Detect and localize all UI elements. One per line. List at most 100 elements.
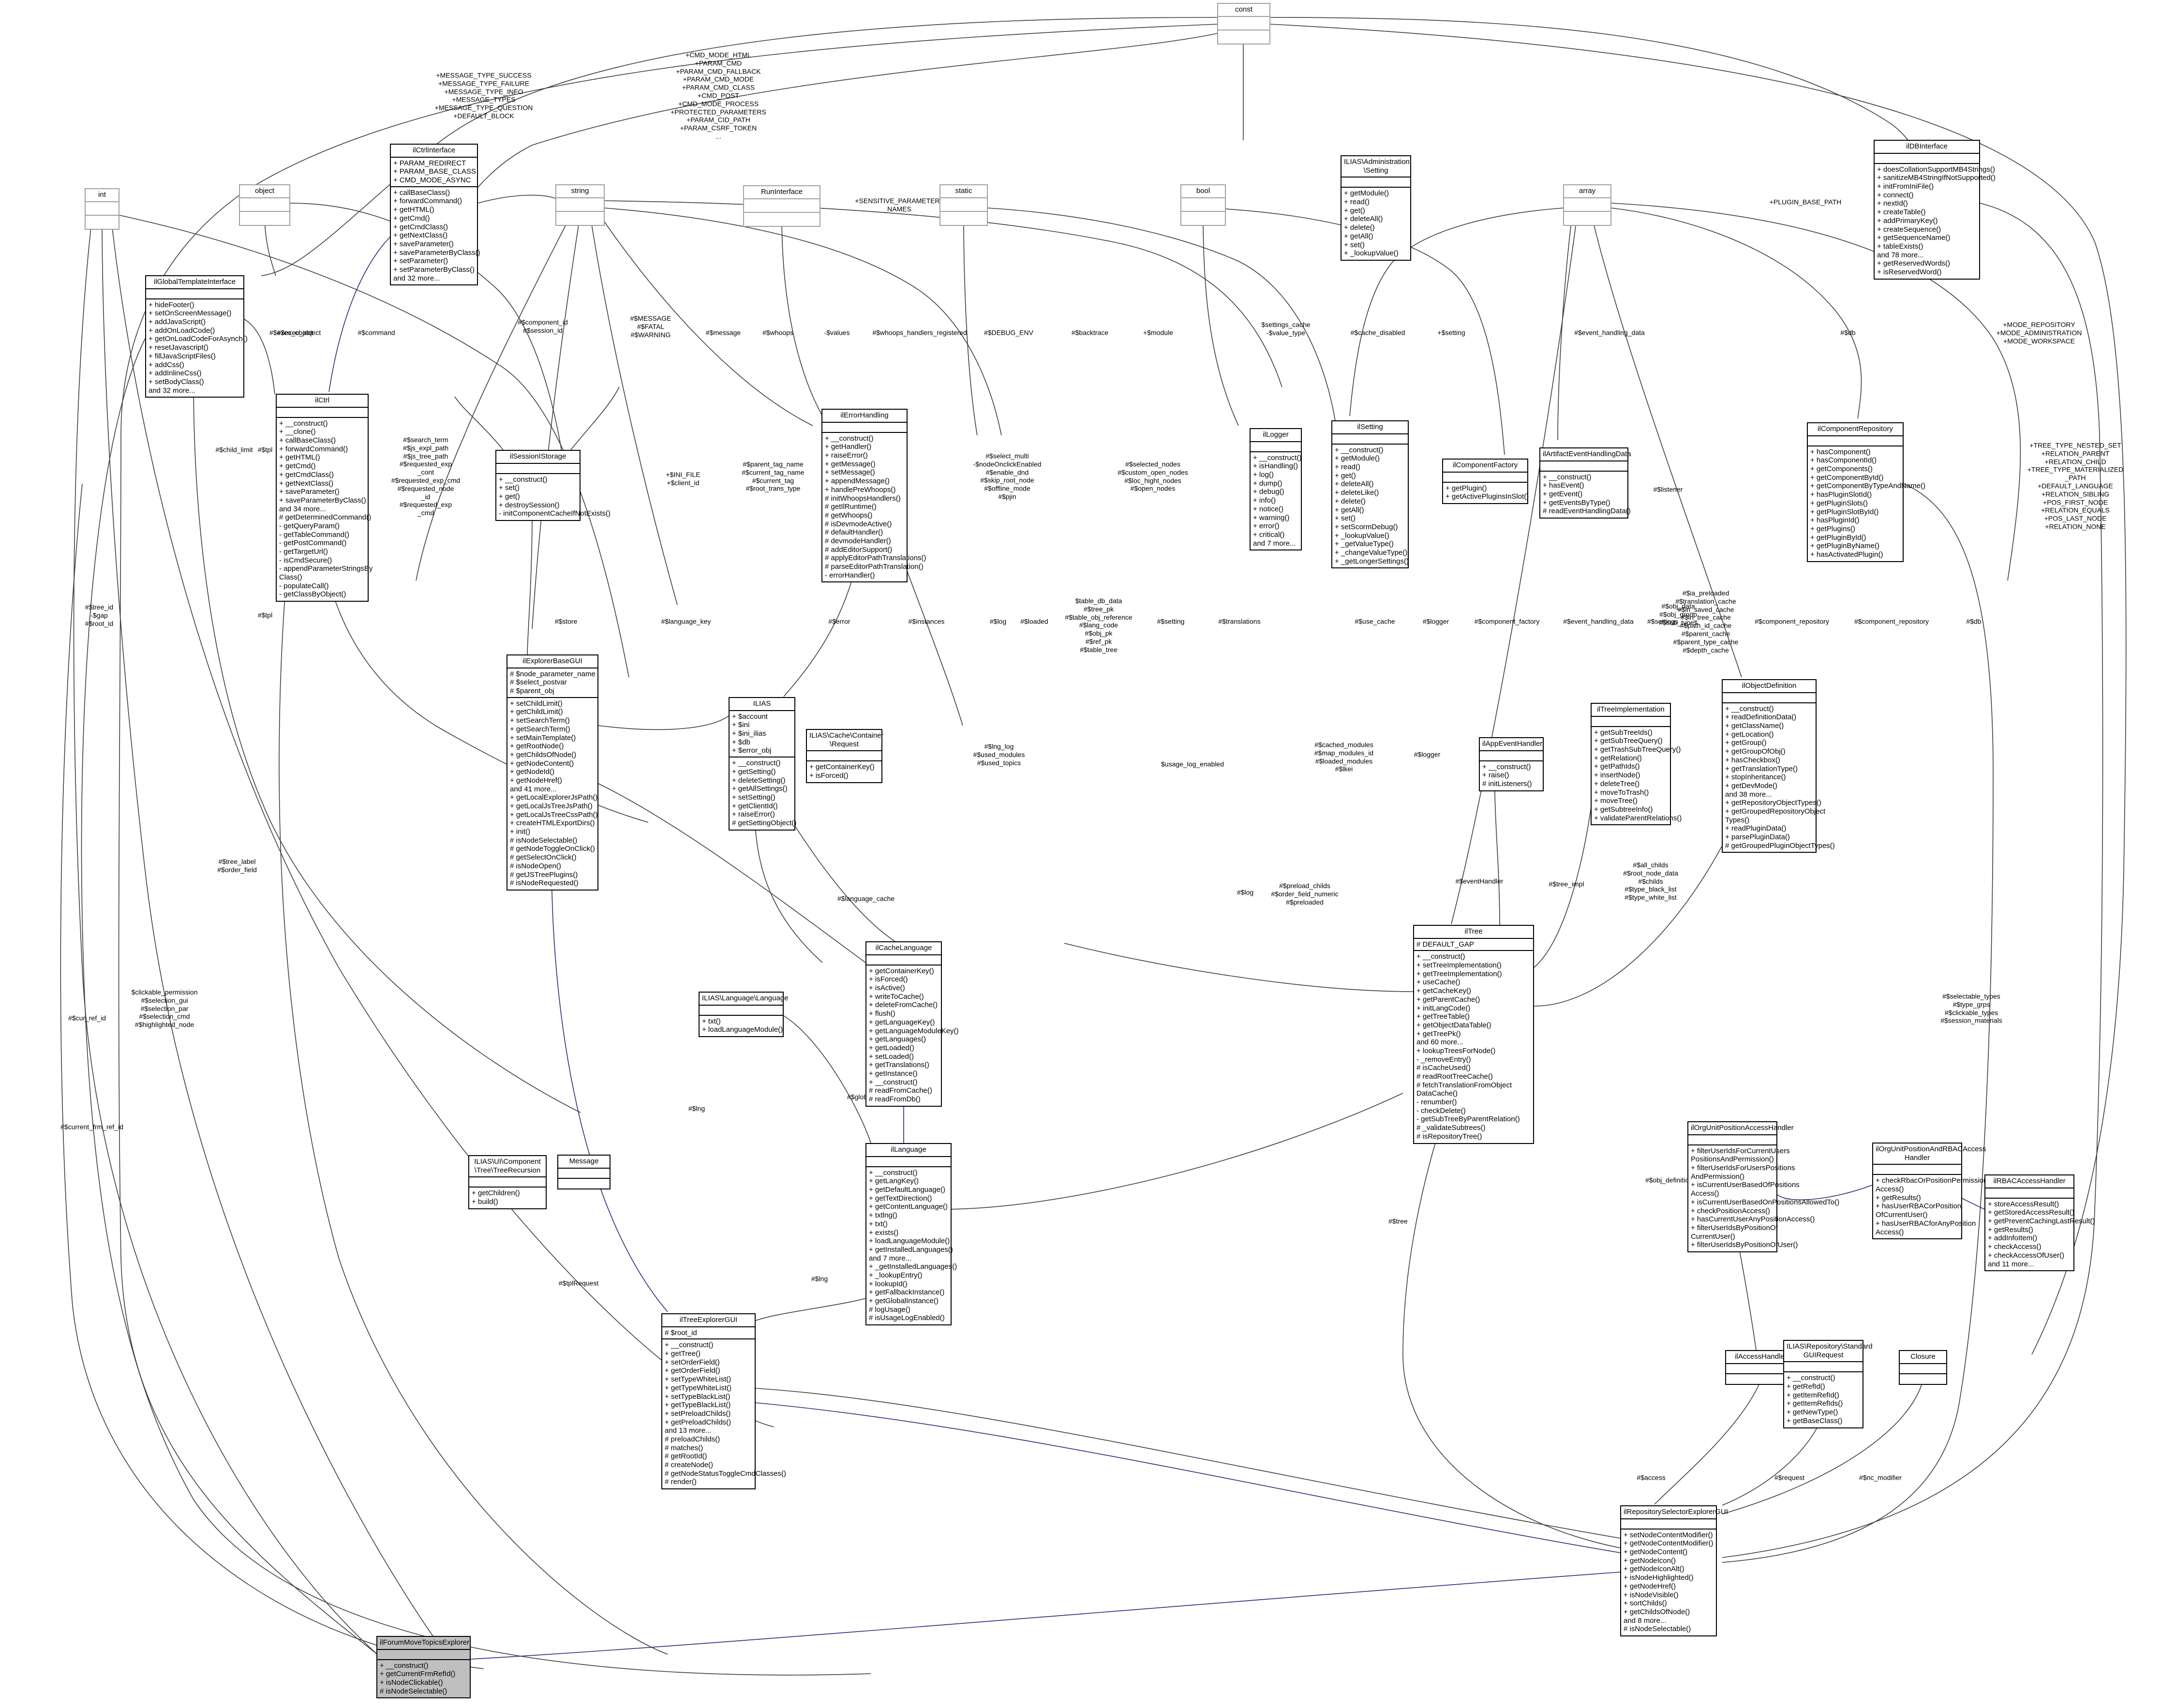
class-operations: + getChildren()+ build() xyxy=(469,1188,546,1208)
operation-row: + getChildLimit() xyxy=(510,708,563,716)
operation-row: + getCmdClass() xyxy=(393,223,448,231)
edge-label: #$db xyxy=(1840,328,1856,337)
class-name: int xyxy=(86,189,119,202)
attribute-row: + $account xyxy=(732,712,768,721)
edge-label: #$request xyxy=(1774,1473,1805,1482)
attribute-row: + $ini_ilias xyxy=(732,729,766,738)
operation-row: # isNodeSelectable() xyxy=(380,1687,447,1695)
operation-row: + getLocalExplorerJsPath() xyxy=(510,793,598,802)
operation-row: - errorHandler() xyxy=(825,571,875,579)
class-box-ilComponentFactory[interactable]: ilComponentFactory+ getPlugin()+ getActi… xyxy=(1442,459,1529,505)
class-box-ILIAS[interactable]: ILIAS+ $account+ $ini+ $ini_ilias+ $db+ … xyxy=(729,697,796,831)
class-box-ilTreeExplorerGUI[interactable]: ilTreeExplorerGUI# $root_id+ __construct… xyxy=(661,1313,786,1490)
class-box-ILIASLanguageLanguage[interactable]: ILIAS\Language\Language+ txt()+ loadLang… xyxy=(699,992,789,1038)
operation-row: + getHTML() xyxy=(279,453,320,462)
class-box-ilRBACAccessHandler[interactable]: ilRBACAccessHandler+ storeAccessResult()… xyxy=(1984,1174,2095,1272)
class-box-ilSetting[interactable]: ilSetting+ __construct()+ getModule()+ r… xyxy=(1331,420,1409,569)
class-box-object[interactable]: object xyxy=(239,184,290,226)
operation-row: + info() xyxy=(1253,496,1276,505)
class-box-Message[interactable]: Message xyxy=(557,1155,611,1189)
class-box-Closure[interactable]: Closure xyxy=(1899,1350,1947,1385)
class-box-int[interactable]: int xyxy=(85,188,119,230)
class-box-ilCacheLanguage[interactable]: ilCacheLanguage+ getContainerKey()+ isFo… xyxy=(865,941,959,1107)
operation-row: + getModule() xyxy=(1335,454,1380,463)
class-box-RunInterface[interactable]: RunInterface xyxy=(743,185,820,227)
class-box-ilTreeImplementation[interactable]: ilTreeImplementation+ getSubTreeIds()+ g… xyxy=(1591,703,1682,826)
edge-label: #$command xyxy=(358,328,395,337)
operation-row: + getBaseClass() xyxy=(1787,1416,1843,1425)
edge-label: #$loaded xyxy=(1020,617,1048,625)
class-box-ILIASAdministrationSetting[interactable]: ILIAS\Administration \Setting+ getModule… xyxy=(1341,155,1411,261)
operation-row: and 32 more... xyxy=(149,386,195,395)
class-box-ilDBInterface[interactable]: ilDBInterface+ doesCollationSupportMB4St… xyxy=(1874,140,1996,280)
operation-row: + getPreventCachingLastResult() xyxy=(1988,1217,2095,1226)
class-box-string[interactable]: string xyxy=(555,184,605,226)
operation-row: Access() xyxy=(1691,1189,1719,1198)
class-box-ilAppEventHandler[interactable]: ilAppEventHandler+ __construct()+ raise(… xyxy=(1479,737,1544,791)
operation-row: and 7 more... xyxy=(1253,539,1296,548)
operation-row: - _removeEntry() xyxy=(1416,1055,1471,1064)
class-box-ilComponentRepository[interactable]: ilComponentRepository+ hasComponent()+ h… xyxy=(1807,422,1925,562)
operation-row: # getRootId() xyxy=(665,1452,707,1461)
class-box-ilOrgUnitPositionAndRBACAccessHandler[interactable]: ilOrgUnitPositionAndRBACAccess Handler+ … xyxy=(1872,1143,1987,1240)
operation-row: Access() xyxy=(1876,1228,1904,1236)
class-name: ILIAS\Repository\Standard GUIRequest xyxy=(1784,1341,1873,1363)
operation-row: + getMessage() xyxy=(825,460,876,468)
class-box-ilObjectDefinition[interactable]: ilObjectDefinition+ __construct()+ readD… xyxy=(1722,679,1835,853)
class-name: const xyxy=(1218,4,1269,17)
operation-row: # isNodeSelectable() xyxy=(1624,1625,1691,1634)
class-operations xyxy=(1564,212,1610,225)
operation-row: + forwardCommand() xyxy=(279,445,348,453)
class-box-ilForumMoveTopicsExplorer[interactable]: ilForumMoveTopicsExplorer+ __construct()… xyxy=(376,1636,471,1699)
operation-row: + moveTree() xyxy=(1594,797,1638,805)
operation-row: + _lookupEntry() xyxy=(869,1271,923,1279)
class-operations: + setNodeContentModifier()+ getNodeConte… xyxy=(1621,1530,1716,1635)
class-box-array[interactable]: array xyxy=(1563,184,1611,226)
class-box-ilOrgUnitPositionAccessHandler[interactable]: ilOrgUnitPositionAccessHandler+ filterUs… xyxy=(1687,1121,1839,1252)
operation-row: + saveParameter() xyxy=(393,239,454,248)
operation-row: + hasUserRBACforAnyPosition xyxy=(1876,1219,1976,1228)
operation-row: + delete() xyxy=(1335,497,1366,505)
operation-row: # getNodeStatusToggleCmdClasses() xyxy=(665,1469,786,1478)
class-box-ilCtrlInterface[interactable]: ilCtrlInterface+ PARAM_REDIRECT+ PARAM_B… xyxy=(390,144,480,286)
class-box-ilErrorHandling[interactable]: ilErrorHandling+ __construct()+ getHandl… xyxy=(821,409,926,583)
edge-label: #$language_cache xyxy=(837,894,895,903)
class-box-const[interactable]: const xyxy=(1217,3,1270,45)
edge-label: +MESSAGE_TYPE_SUCCESS +MESSAGE_TYPE_FAIL… xyxy=(434,71,533,120)
class-box-ilCtrl[interactable]: ilCtrl+ __construct()+ __clone()+ callBa… xyxy=(276,394,373,602)
class-box-ilLanguage[interactable]: ilLanguage+ __construct()+ getLangKey()+… xyxy=(865,1143,957,1326)
class-attributes xyxy=(1480,751,1543,761)
operation-row: and 32 more... xyxy=(393,274,440,282)
class-box-ilTree[interactable]: ilTree# DEFAULT_GAP+ __construct()+ setT… xyxy=(1413,925,1534,1144)
operation-row: + warning() xyxy=(1253,513,1290,522)
class-box-bool[interactable]: bool xyxy=(1180,184,1226,226)
class-operations: + setChildLimit()+ getChildLimit()+ setS… xyxy=(507,698,598,890)
operation-row: # createNode() xyxy=(665,1461,714,1469)
class-box-ILIASCacheContainerRequest[interactable]: ILIAS\Cache\Container \Request+ getConta… xyxy=(806,729,883,783)
operation-row: # matches() xyxy=(665,1443,703,1452)
edge-label: #$use_cache xyxy=(1355,617,1395,625)
edge-label: #$translations xyxy=(1218,617,1261,625)
class-box-ILIASRepositoryStandardGUIRequest[interactable]: ILIAS\Repository\Standard GUIRequest+ __… xyxy=(1783,1340,1873,1428)
class-box-ilLogger[interactable]: ilLogger+ __construct()+ isHandling()+ l… xyxy=(1250,428,1302,551)
class-box-ilSessionIStorage[interactable]: ilSessionIStorage+ __construct()+ set()+… xyxy=(495,450,611,521)
class-box-ilExplorerBaseGUI[interactable]: ilExplorerBaseGUI# $node_parameter_name#… xyxy=(507,654,598,891)
operation-row: + _getInstalledLanguages() xyxy=(869,1262,957,1271)
operation-row: + insertNode() xyxy=(1594,771,1640,780)
operation-row: + setMainTemplate() xyxy=(510,733,576,742)
operation-row: + validateParentRelations() xyxy=(1594,814,1682,822)
edge-label: #$lng xyxy=(688,1104,705,1113)
class-box-ilGlobalTemplateInterface[interactable]: ilGlobalTemplateInterface+ hideFooter()+… xyxy=(145,275,248,398)
operation-row: + getPluginByName() xyxy=(1810,542,1879,550)
edge-label: #$event_handling_data xyxy=(1563,617,1634,625)
operation-row: + readPluginData() xyxy=(1725,824,1787,833)
class-box-ILIASUIComponentTreeTreeRecursion[interactable]: ILIAS\UI\Component \Tree\TreeRecursion+ … xyxy=(468,1155,547,1209)
attribute-row: # $parent_obj xyxy=(510,687,554,696)
class-box-ilArtifactEventHandlingData[interactable]: ilArtifactEventHandlingData+ __construct… xyxy=(1539,447,1631,519)
class-box-ilRepositorySelectorExplorerGUI[interactable]: ilRepositorySelectorExplorerGUI+ setNode… xyxy=(1620,1505,1728,1636)
class-name: ilComponentFactory xyxy=(1443,460,1527,473)
class-attributes xyxy=(277,408,368,418)
class-box-static[interactable]: static xyxy=(939,184,988,226)
operation-row: + getEvent() xyxy=(1543,490,1583,499)
operation-row: + getPlugin() xyxy=(1446,484,1487,492)
